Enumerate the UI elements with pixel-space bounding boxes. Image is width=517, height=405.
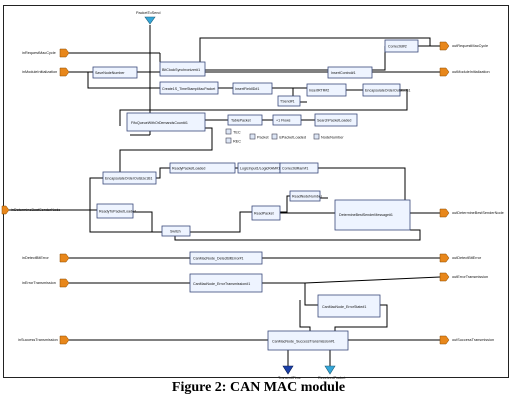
output-port-label: outErrorTransmission	[452, 275, 488, 279]
legend-label: isPacketLoaded	[279, 136, 306, 140]
block-fifo-queue[interactable]: FifoQueueWithOrDemandsCount#1	[126, 112, 206, 132]
output-port-label: outSuccessTransmission	[452, 338, 494, 342]
block-detect-bit-error[interactable]: CanMacNode_DetectBitError#1	[189, 251, 263, 265]
received-packet-label: ReceivedPacket	[318, 376, 346, 380]
block-label: ReadPacket	[254, 212, 274, 216]
block-label: FifoQueueWithOrDemandsCount#1	[131, 121, 188, 125]
block-determine-best-sender[interactable]: DetermineBestSenderMessage#1	[334, 199, 411, 231]
block-label: CanMacNode_ErrorTransmission#1	[193, 282, 250, 286]
legend-item-packet[interactable]: Packet	[249, 133, 270, 140]
block-tsend[interactable]: TSend#1	[277, 95, 301, 107]
block-insert-control[interactable]: InsertControl#1	[327, 66, 373, 79]
output-port-label: outModuleInitialization	[452, 70, 490, 74]
block-label: CanMacNode_DetectBitError#1	[193, 257, 244, 261]
legend-label: Packet	[257, 136, 270, 140]
transmit-time-port[interactable]: TransmitTime	[278, 365, 301, 380]
block-label: InsertControl#1	[331, 71, 356, 75]
legend-item-rec[interactable]: REC	[225, 137, 241, 144]
packet-to-send-port[interactable]: PacketToSend	[136, 11, 161, 25]
block-encapsulate-order-1[interactable]: EncapsulateOrderOutsizeB1	[362, 83, 411, 97]
block-logic-input[interactable]: LogicInput1/LogicRAM#1	[237, 162, 281, 174]
input-ports: inRequestMacCycle inModuleInitialization…	[1, 48, 70, 345]
block-search-packet-loaded[interactable]: SearchPacketLoaded	[314, 113, 358, 127]
block-plus-one-flows[interactable]: +1 Flows	[272, 114, 302, 126]
received-packet-port[interactable]: ReceivedPacket	[318, 365, 346, 380]
diagram-frame	[3, 5, 509, 378]
output-port-success-transmission[interactable]: outSuccessTransmission	[439, 335, 494, 345]
legend-label: REC	[233, 140, 241, 144]
block-create-timestamp[interactable]: Create1S_TimeStampMacPacket	[159, 81, 219, 95]
block-ready-packet-loaded[interactable]: ReadyPacketLoaded	[169, 162, 236, 174]
packet-to-send-label: PacketToSend	[136, 11, 161, 15]
input-port-label: inSuccessTransmission	[18, 338, 58, 342]
block-table-packet[interactable]: TablePacket	[227, 114, 263, 126]
output-port-error-transmission[interactable]: outErrorTransmission	[439, 272, 488, 282]
block-label: LogicInput1/LogicRAM#1	[240, 167, 280, 171]
block-label: ReadNodeNumber	[292, 195, 323, 199]
block-ready-to-packet-loaded[interactable]: ReadyToPacketLoaded	[96, 203, 136, 219]
output-port-determine-best-sender[interactable]: outDetermineBestSenderNode	[439, 208, 504, 218]
input-port-request-mac-cycle[interactable]: inRequestMacCycle	[22, 48, 70, 58]
block-label: Switch	[170, 230, 181, 234]
input-port-label: inDetectBitError	[22, 256, 50, 260]
input-port-module-initialization[interactable]: inModuleInitialization	[22, 67, 70, 77]
block-bit-clock-synchronizer[interactable]: BitClockSynchronizer#1	[159, 61, 206, 77]
block-label: TablePacket	[231, 119, 251, 123]
block-label: BitClockSynchronizer#1	[162, 68, 200, 72]
input-port-determine-best-sender[interactable]: inDetermineBestSenderNode	[1, 205, 60, 215]
block-label: +1 Flows	[276, 119, 291, 123]
block-correct-id-ram[interactable]: CorrectIdRam#1	[279, 162, 319, 174]
block-label: InsertRTR#2	[309, 89, 329, 93]
block-label: SaveNodeNumber	[95, 71, 125, 75]
legend-item-is-packet-loaded[interactable]: isPacketLoaded	[271, 133, 306, 140]
output-port-detect-bit-error[interactable]: outDetectBitError	[439, 253, 482, 263]
output-port-label: outRequestMacCycle	[452, 44, 488, 48]
input-port-success-transmission[interactable]: inSuccessTransmission	[18, 335, 70, 345]
legend-label: TEC	[233, 131, 241, 135]
block-label: InsertFieldID#1	[235, 87, 259, 91]
state-variables-legend: TEC REC Packet isPacketLoaded NodeNumber	[225, 128, 344, 144]
transmit-time-label: TransmitTime	[278, 376, 301, 380]
block-insert-rtr[interactable]: InsertRTR#2	[306, 83, 347, 97]
block-label: TSend#1	[280, 100, 295, 104]
block-insert-field-id[interactable]: InsertFieldID#1	[232, 82, 273, 95]
block-label: Create1S_TimeStampMacPacket	[162, 87, 215, 91]
input-port-label: inDetermineBestSenderNode	[11, 208, 60, 212]
input-port-label: inRequestMacCycle	[22, 51, 56, 55]
input-port-label: inModuleInitialization	[22, 70, 57, 74]
block-label: CanMacNode_SuccessTransmission#1	[272, 340, 335, 344]
block-read-node-number[interactable]: ReadNodeNumber	[289, 190, 323, 202]
legend-item-tec[interactable]: TEC	[225, 128, 241, 135]
input-port-detect-bit-error[interactable]: inDetectBitError	[22, 253, 70, 263]
legend-label: NodeNumber	[321, 136, 344, 140]
block-label: CanMacNode_ErrorState#1	[322, 305, 366, 309]
input-port-label: inErrorTransmission	[22, 281, 56, 285]
output-ports: outRequestMacCycle outModuleInitializati…	[439, 41, 504, 345]
output-port-request-mac-cycle[interactable]: outRequestMacCycle	[439, 41, 488, 51]
block-error-transmission[interactable]: CanMacNode_ErrorTransmission#1	[189, 273, 263, 293]
block-save-node-number[interactable]: SaveNodeNumber	[92, 66, 138, 79]
block-label: ReadyToPacketLoaded	[99, 210, 136, 214]
connection-wires	[8, 25, 441, 366]
output-port-module-initialization[interactable]: outModuleInitialization	[439, 67, 490, 77]
block-label: DetermineBestSenderMessage#1	[339, 213, 393, 217]
block-label: EncapsulateOrderOutsize1B1	[105, 177, 153, 181]
block-success-transmission[interactable]: CanMacNode_SuccessTransmission#1	[267, 330, 349, 351]
legend-item-node-number[interactable]: NodeNumber	[313, 133, 344, 140]
input-port-error-transmission[interactable]: inErrorTransmission	[22, 278, 70, 288]
block-read-packet[interactable]: ReadPacket	[251, 205, 281, 221]
block-error-state[interactable]: CanMacNode_ErrorState#1	[317, 294, 381, 318]
block-label: EncapsulateOrderOutsizeB1	[365, 89, 411, 93]
figure-caption: Figure 2: CAN MAC module	[171, 380, 346, 395]
block-label: SearchPacketLoaded	[317, 119, 351, 123]
output-port-label: outDetectBitError	[452, 256, 482, 260]
block-correct-id[interactable]: CorrectId#2	[384, 39, 419, 53]
block-label: ReadyPacketLoaded	[172, 167, 205, 171]
block-encapsulate-order-2[interactable]: EncapsulateOrderOutsize1B1	[102, 171, 157, 185]
block-label: CorrectIdRam#1	[282, 167, 308, 171]
block-switch[interactable]: Switch	[161, 225, 191, 237]
block-label: CorrectId#2	[388, 45, 407, 49]
output-port-label: outDetermineBestSenderNode	[452, 211, 504, 215]
